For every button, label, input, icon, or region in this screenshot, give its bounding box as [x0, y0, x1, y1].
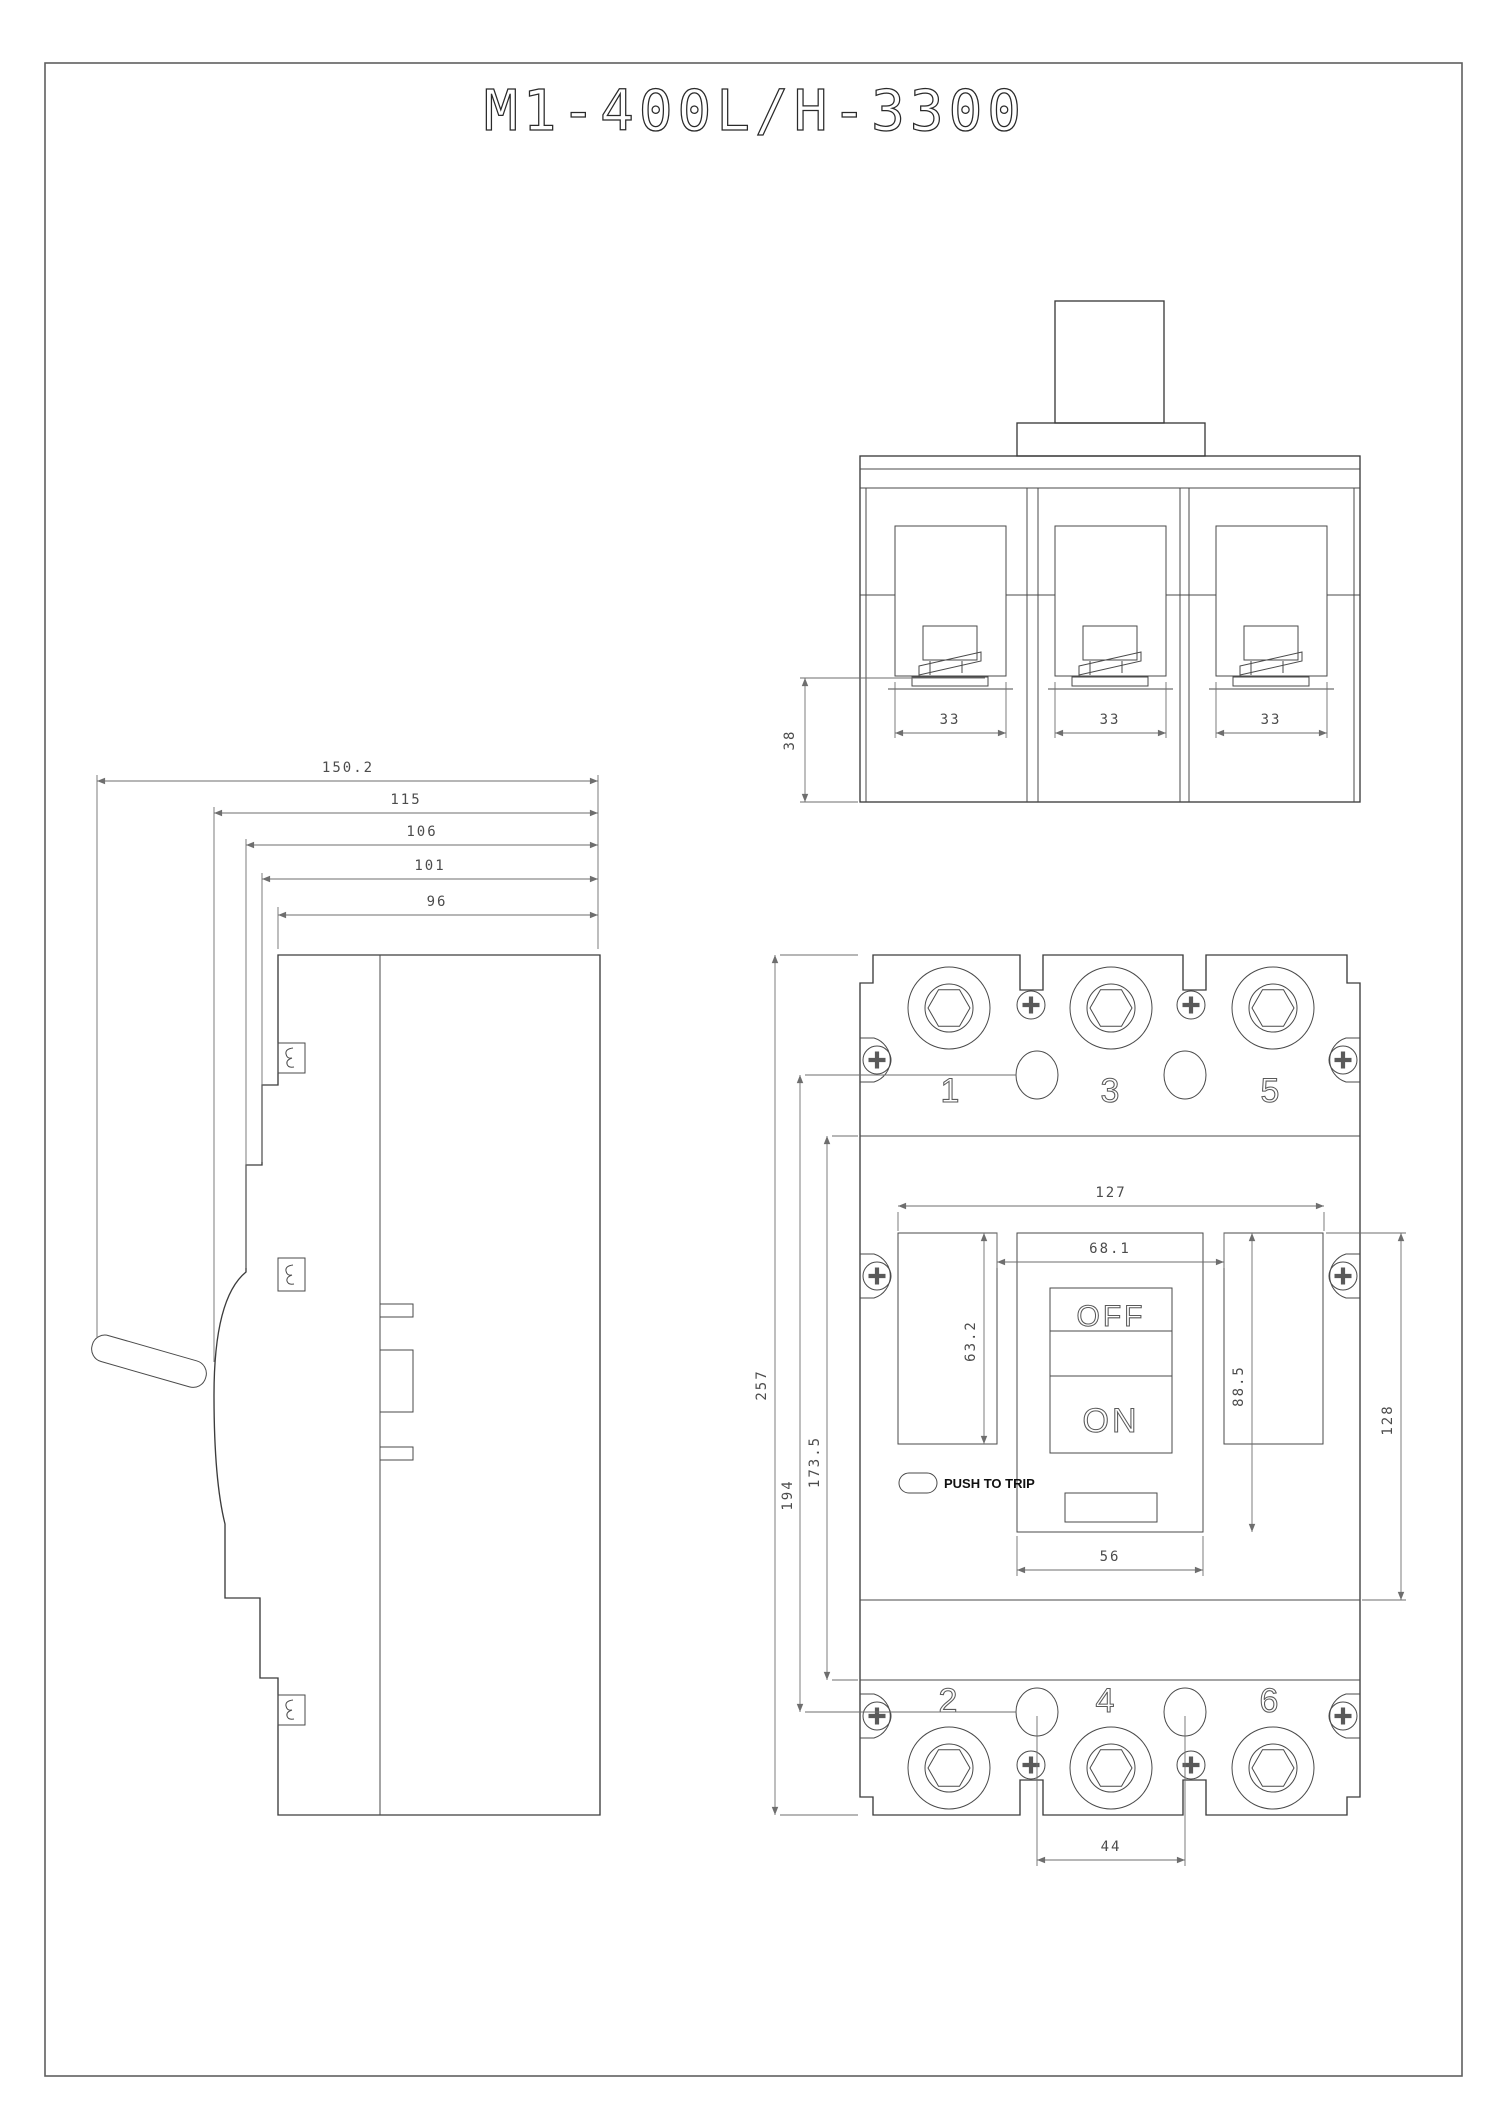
dim-text-pole-width: 33: [1100, 712, 1121, 728]
push-to-trip-label: PUSH TO TRIP: [944, 1476, 1035, 1491]
dim-text-depth: 150.2: [322, 760, 374, 776]
dim-text-pole-width: 33: [1261, 712, 1282, 728]
side-view: 150.2 115 106 101 96: [91, 760, 601, 1816]
terminal-block: [379, 1349, 414, 1413]
dim-text-depth: 101: [414, 858, 445, 874]
front-view: OFF ON PUSH TO TRIP 1 3 5 2 4 6: [754, 954, 1406, 1866]
dim-text-cover-width: 127: [1095, 1185, 1126, 1201]
pole-window: [1054, 525, 1167, 677]
terminal-screw-icon: [1071, 625, 1149, 687]
hex-terminal-screw-icon: [907, 966, 991, 1050]
pole-number: 1: [941, 1072, 962, 1110]
cover-screw-icon: [863, 1702, 891, 1730]
extension-lines: [800, 677, 985, 803]
dim-text-recess-bottom-width: 56: [1100, 1549, 1121, 1565]
clip-spring-icon: [285, 1264, 295, 1285]
dim-text-slot-span: 44: [1101, 1839, 1122, 1855]
hex-terminal-screw-icon: [1069, 1726, 1153, 1810]
side-margin-lines: [865, 488, 1355, 802]
extension-lines: [1016, 1536, 1204, 1576]
cover-screw-icon: [1329, 1262, 1357, 1290]
dim-text-escutcheon-height: 128: [1380, 1404, 1396, 1435]
terminal-screw-icon: [1232, 625, 1310, 687]
hex-terminal-screw-icon: [1231, 966, 1315, 1050]
cover-screw-icon: [1329, 1046, 1357, 1074]
cover-step-lines: [860, 1135, 1360, 1681]
pole-number: 2: [939, 1682, 960, 1720]
dim-text-recess-height: 88.5: [1231, 1365, 1247, 1407]
push-to-trip-button: [898, 1472, 938, 1494]
hex-terminal-screw-icon: [1069, 966, 1153, 1050]
clip-spring-icon: [285, 1699, 295, 1720]
page-border: [44, 62, 1463, 2077]
extension-lines: [894, 682, 1328, 738]
dim-text-overall-height: 257: [754, 1369, 770, 1400]
terminal-lug: [1054, 300, 1165, 424]
side-profile: [213, 954, 601, 1816]
dim-text-depth: 106: [406, 824, 437, 840]
drawing-title: M1-400L/H-3300: [484, 79, 1026, 144]
phillips-screw-icon: [1177, 1751, 1205, 1779]
dim-text-depth: 115: [390, 792, 421, 808]
clip-spring-icon: [285, 1047, 295, 1068]
pole-number: 4: [1096, 1682, 1117, 1720]
hex-terminal-screw-icon: [1231, 1726, 1315, 1810]
dim-text-recess-inner-width: 68.1: [1089, 1241, 1131, 1257]
dim-text-cover-height: 173.5: [807, 1436, 823, 1488]
cover-screw-icon: [863, 1046, 891, 1074]
phillips-screw-icon: [1017, 1751, 1045, 1779]
dim-text-pole-width: 33: [940, 712, 961, 728]
mounting-hole: [1163, 1050, 1207, 1100]
top-view: 33 33 33 38: [782, 300, 1361, 803]
on-label: ON: [1083, 1402, 1140, 1440]
escutcheon-left-wall: [897, 1232, 998, 1445]
terminal-tab: [379, 1446, 414, 1461]
pole-number: 5: [1261, 1072, 1282, 1110]
dim-text-hole-span: 194: [780, 1479, 796, 1510]
mounting-hole: [1015, 1050, 1059, 1100]
extension-lines: [1036, 1716, 1186, 1866]
off-label: OFF: [1077, 1300, 1146, 1333]
pole-separator-lines: [1026, 488, 1190, 802]
extension-lines: [780, 954, 1016, 1816]
phillips-screw-icon: [1017, 991, 1045, 1019]
terminal-pedestal: [1016, 422, 1206, 457]
pole-number: 6: [1260, 1682, 1281, 1720]
screw-pockets-right: [1329, 1037, 1360, 1739]
screw-pockets-left: [860, 1037, 891, 1739]
escutcheon-right-wall: [1223, 1232, 1324, 1445]
dim-text-depth: 96: [427, 894, 448, 910]
mounting-clip: [277, 1042, 306, 1074]
hex-terminal-screw-icon: [907, 1726, 991, 1810]
extension-lines: [96, 775, 599, 1362]
pole-number: 3: [1101, 1072, 1122, 1110]
top-edge-lines: [860, 468, 1360, 489]
cover-screw-icon: [863, 1262, 891, 1290]
extension-lines: [1326, 1232, 1406, 1601]
pole-window: [1215, 525, 1328, 677]
dim-text-left-wall-height: 63.2: [963, 1320, 979, 1362]
cover-screw-icon: [1329, 1702, 1357, 1730]
handle-window: [1049, 1287, 1173, 1454]
pole-window: [894, 525, 1007, 677]
top-view-body: [859, 455, 1361, 803]
extension-lines: [897, 1212, 1325, 1268]
front-body: [859, 954, 1361, 1816]
handle-recess: [1016, 1232, 1204, 1533]
terminal-tab: [379, 1303, 414, 1318]
mounting-clip: [277, 1257, 306, 1292]
mounting-clip: [277, 1694, 306, 1726]
phillips-screw-icon: [1177, 991, 1205, 1019]
dim-text-terminal-depth: 38: [782, 730, 798, 751]
rating-plate: [1064, 1492, 1158, 1523]
terminal-screw-icon: [911, 625, 989, 687]
toggle-handle: [91, 1334, 207, 1388]
handle-window-dividers: [1050, 1330, 1172, 1377]
